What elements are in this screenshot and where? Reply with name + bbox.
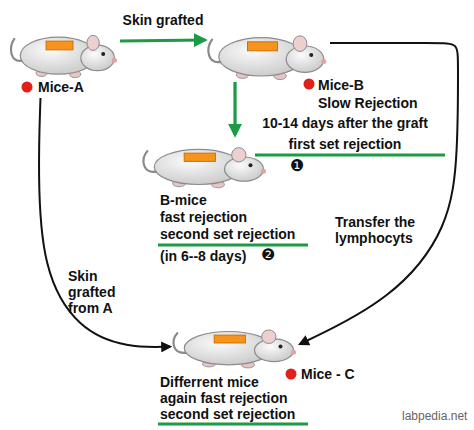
node-text: Mice-B xyxy=(318,77,364,93)
mouse-eye xyxy=(279,345,283,349)
connector-arrow xyxy=(120,40,205,41)
mouse-head xyxy=(225,157,264,181)
red-dot xyxy=(304,79,315,90)
node-text: Mice - C xyxy=(301,366,355,382)
watermark: labpedia.net xyxy=(402,409,467,423)
mouse-figure: Mice-A xyxy=(8,22,120,98)
mouse-illustration xyxy=(205,22,330,82)
mouse-ear xyxy=(293,36,307,52)
mouse-figure: Mice-BSlow Rejection10-14 days after the… xyxy=(205,22,330,82)
green-underline xyxy=(158,423,308,426)
node-text: second set rejection xyxy=(160,226,295,242)
connector-arrow xyxy=(39,98,170,347)
mouse-head xyxy=(286,46,324,72)
edge-label: Skin grafted xyxy=(117,12,209,28)
callout-number: ❶ xyxy=(290,157,304,175)
mouse-figure: Mice - CDifferrent mice again fast rejec… xyxy=(170,318,300,370)
red-dot xyxy=(22,82,33,93)
node-text: second set rejection xyxy=(160,406,295,422)
node-text: 10-14 days after the graft xyxy=(250,115,440,131)
skin-graft xyxy=(46,41,73,50)
green-underline xyxy=(255,154,445,157)
mouse-ear xyxy=(232,148,246,162)
skin-graft xyxy=(214,335,245,343)
mouse-eye xyxy=(249,163,253,167)
mouse-eye xyxy=(101,52,105,56)
mouse-ear xyxy=(87,35,99,50)
node-text: first set rejection xyxy=(250,136,440,152)
mouse-nose xyxy=(321,59,326,64)
red-dot xyxy=(286,369,297,380)
node-text: B-mice xyxy=(160,192,207,208)
mouse-ear xyxy=(262,330,276,344)
connector-arrow xyxy=(300,43,458,344)
mouse-eye xyxy=(309,53,313,57)
connector-arrow xyxy=(233,82,236,135)
mouse-nose xyxy=(261,169,266,174)
node-text: Slow Rejection xyxy=(318,95,418,111)
mouse-head xyxy=(81,45,115,71)
edge-label: Transfer the lymphocyts xyxy=(335,214,435,246)
node-text: Differrent mice again fast rejection xyxy=(160,374,293,406)
green-underline xyxy=(158,244,308,247)
node-text: (in 6--8 days) xyxy=(160,248,246,264)
edge-label: Skin grafted from A xyxy=(68,268,128,316)
mouse-illustration xyxy=(8,22,120,80)
node-text: Mice-A xyxy=(38,79,84,95)
skin-graft xyxy=(248,42,278,51)
mouse-head xyxy=(255,339,294,362)
mouse-nose xyxy=(112,58,117,63)
mouse-figure: B-micefast rejectionsecond set rejection… xyxy=(140,135,270,190)
mouse-illustration xyxy=(140,135,270,190)
skin-graft xyxy=(184,153,215,161)
node-text: fast rejection xyxy=(160,209,247,225)
mouse-illustration xyxy=(170,318,300,370)
mouse-nose xyxy=(291,350,296,355)
callout-number: ❷ xyxy=(261,246,275,264)
